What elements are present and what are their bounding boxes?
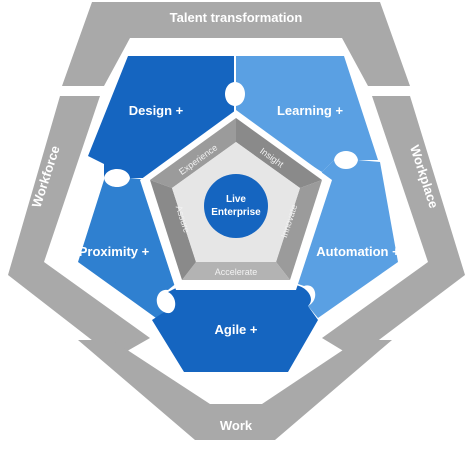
puzzle-piece-agile <box>152 285 318 372</box>
puzzle-piece-design <box>88 56 234 178</box>
puzzle-piece-learning <box>236 56 378 172</box>
outer-segment-bottom <box>78 340 392 440</box>
inner-segment-insight <box>236 118 322 188</box>
inner-segment-innovate <box>276 180 322 280</box>
label-design: Design + <box>129 103 184 118</box>
outer-segment-top <box>62 2 410 86</box>
outer-segment-left <box>8 96 150 358</box>
label-accelerate: Accelerate <box>215 267 258 277</box>
outer-label-top: Talent transformation <box>170 10 303 25</box>
core-circle <box>204 174 268 238</box>
outer-segment-right <box>322 96 465 358</box>
inner-segment-accelerate <box>182 262 290 280</box>
core-label-line1: Live <box>226 194 246 205</box>
outer-ring <box>8 2 465 440</box>
core-label-line2: Enterprise <box>211 207 261 218</box>
inner-segment-assure <box>150 180 196 280</box>
label-learning: Learning + <box>277 103 344 118</box>
outer-label-bottom: Work <box>220 418 253 433</box>
label-agile: Agile + <box>215 322 258 337</box>
label-automation: Automation + <box>316 244 400 259</box>
label-proximity: Proximity + <box>79 244 150 259</box>
puzzle-pieces <box>78 56 398 372</box>
inner-segment-experience <box>150 118 236 188</box>
